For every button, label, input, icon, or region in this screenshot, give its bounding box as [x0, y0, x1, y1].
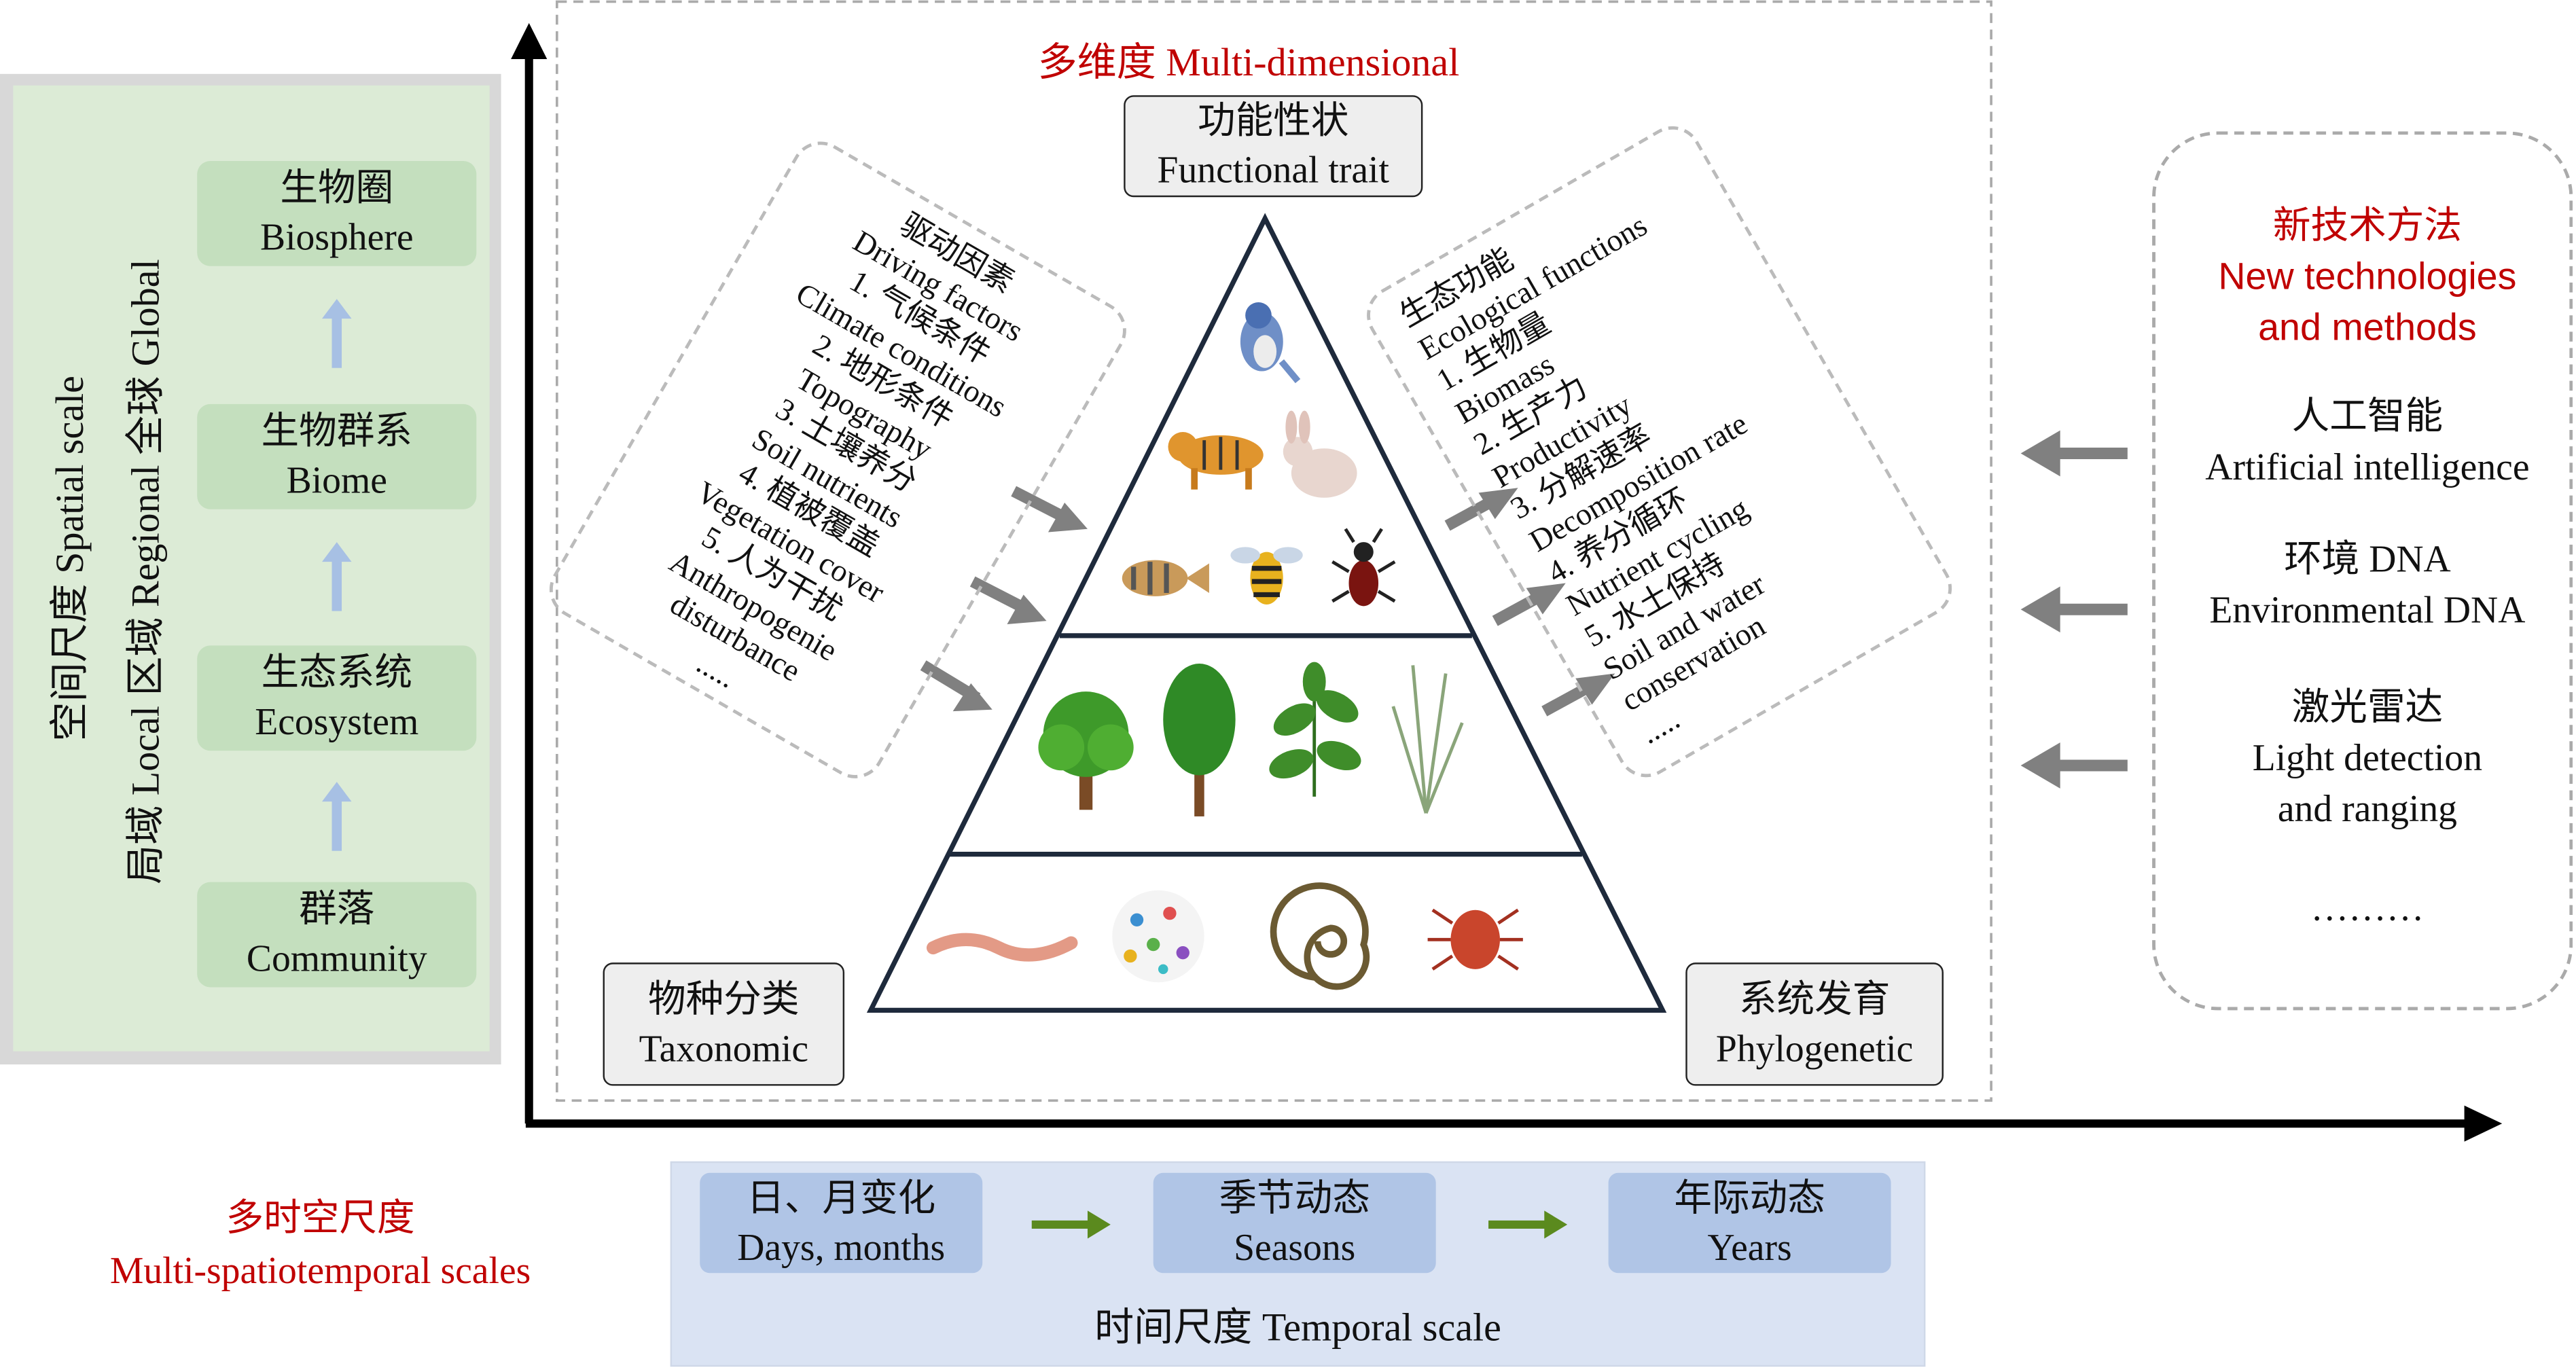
- bee-icon: [1230, 547, 1303, 605]
- level-en: Community: [246, 937, 427, 979]
- level-zh: 生态系统: [261, 652, 413, 693]
- mite-icon: [1427, 908, 1523, 971]
- fish-icon: [1122, 560, 1209, 596]
- nematode-icon: [1270, 882, 1370, 990]
- title-en: New technologies: [2218, 254, 2517, 298]
- multi-dim-title: 多维度 Multi-dimensional: [1037, 42, 1460, 86]
- earthworm-icon: [926, 933, 1078, 962]
- step-zh: 季节动态: [1219, 1176, 1370, 1219]
- tech-zh: 激光雷达: [2291, 686, 2444, 728]
- up-arrow-icon: [322, 542, 352, 611]
- functional-trait-label: 功能性状 Functional trait: [1124, 95, 1423, 198]
- tree-icon: [1038, 691, 1134, 810]
- temporal-years: 年际动态 Years: [1608, 1172, 1891, 1274]
- level-zh: 生物圈: [280, 167, 394, 209]
- label-zh: 系统发育: [1738, 978, 1891, 1020]
- tech-zh: 环境 DNA: [2284, 539, 2451, 580]
- label-zh: 多时空尺度: [226, 1197, 415, 1239]
- tech-more: ………: [2310, 886, 2425, 929]
- arrow-icon: [969, 576, 1047, 624]
- step-en: Years: [1707, 1226, 1792, 1267]
- arrow-icon: [1492, 583, 1566, 626]
- arrow-icon: [920, 660, 992, 712]
- tiger-icon: [1168, 432, 1264, 490]
- step-en: Days, months: [737, 1226, 946, 1267]
- level-en: Biosphere: [260, 217, 414, 258]
- label-en: Multi-spatiotemporal scales: [109, 1250, 531, 1291]
- label-zh: 物种分类: [648, 978, 800, 1020]
- step-zh: 年际动态: [1674, 1176, 1825, 1219]
- label-zh: 功能性状: [1198, 100, 1349, 141]
- level-zh: 群落: [299, 888, 375, 930]
- level-community: 群落 Community: [197, 882, 477, 988]
- tree-icon: [1163, 664, 1236, 816]
- tech-ai: 人工智能 Artificial intelligence: [2152, 391, 2576, 493]
- label-en: Taxonomic: [639, 1027, 809, 1069]
- arrow-icon: [1444, 488, 1518, 531]
- new-tech-title: 新技术方法 New technologies and methods: [2152, 200, 2576, 353]
- level-biosphere: 生物圈 Biosphere: [197, 161, 477, 266]
- title-en: and methods: [2258, 305, 2477, 348]
- label-en: Functional trait: [1157, 149, 1389, 191]
- tech-zh: 人工智能: [2291, 395, 2444, 437]
- beetle-icon: [1331, 528, 1396, 607]
- leaf-icon: [1269, 662, 1361, 797]
- arrow-left-icon: [2020, 586, 2128, 633]
- up-arrow-icon: [322, 782, 352, 851]
- arrow-left-icon: [2020, 742, 2128, 789]
- tech-en: Environmental DNA: [2209, 590, 2526, 631]
- up-arrow-icon: [322, 299, 352, 368]
- taxonomic-label: 物种分类 Taxonomic: [603, 962, 845, 1086]
- bird-icon: [1240, 302, 1301, 384]
- new-tech-box: [2152, 131, 2573, 1011]
- herb-icon: [1391, 665, 1464, 814]
- arrow-icon: [1541, 673, 1615, 717]
- level-zh: 生物群系: [261, 410, 413, 452]
- tech-edna: 环境 DNA Environmental DNA: [2152, 534, 2576, 636]
- tech-en: and ranging: [2277, 788, 2457, 830]
- tech-lidar: 激光雷达 Light detection and ranging: [2152, 682, 2576, 835]
- temporal-scale-label: 时间尺度 Temporal scale: [1094, 1308, 1501, 1350]
- level-en: Ecosystem: [255, 701, 419, 743]
- multiscale-label: 多时空尺度 Multi-spatiotemporal scales: [33, 1193, 607, 1298]
- step-en: Seasons: [1234, 1226, 1356, 1267]
- arrow-icon: [1011, 486, 1088, 533]
- rabbit-icon: [1283, 410, 1357, 498]
- temporal-seasons: 季节动态 Seasons: [1153, 1172, 1436, 1274]
- microbes-icon: [1112, 890, 1204, 983]
- x-axis-arrow-icon: [2464, 1105, 2503, 1142]
- label-en: Phylogenetic: [1715, 1027, 1914, 1069]
- phylogenetic-label: 系统发育 Phylogenetic: [1685, 962, 1944, 1086]
- title-zh: 新技术方法: [2272, 203, 2462, 247]
- y-axis-arrow-icon: [511, 22, 548, 60]
- level-biome: 生物群系 Biome: [197, 403, 477, 509]
- level-ecosystem: 生态系统 Ecosystem: [197, 645, 477, 751]
- level-en: Biome: [286, 460, 387, 501]
- arrow-left-icon: [2020, 430, 2128, 477]
- pyramid: [866, 213, 1667, 1013]
- step-zh: 日、月变化: [747, 1176, 936, 1219]
- tech-en: Artificial intelligence: [2205, 446, 2530, 488]
- tech-en: Light detection: [2252, 737, 2483, 779]
- temporal-days: 日、月变化 Days, months: [700, 1172, 983, 1274]
